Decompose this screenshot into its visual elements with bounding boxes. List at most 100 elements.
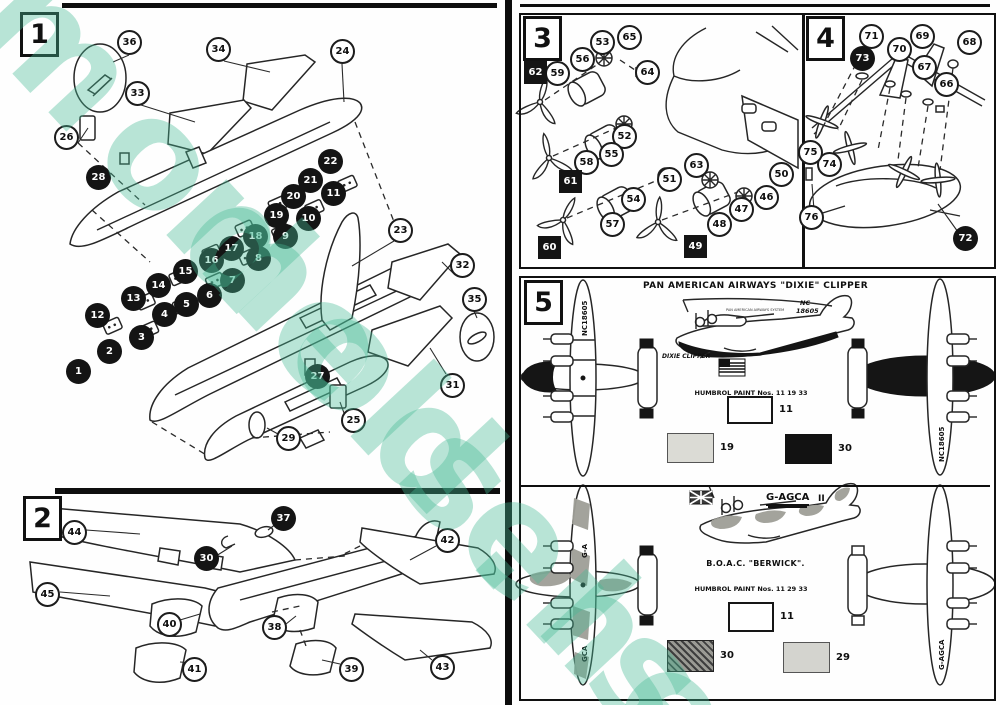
part-badge-27: 27 xyxy=(305,364,330,389)
part-badge-46: 46 xyxy=(754,185,779,210)
part-badge-57: 57 xyxy=(600,212,625,237)
berwick-tail-mark: II xyxy=(818,494,825,504)
engine-nacelle xyxy=(946,540,977,552)
step5-dixie-profile xyxy=(675,294,855,377)
paint-swatch-number: 19 xyxy=(720,442,734,453)
engine-nacelle xyxy=(946,390,977,402)
part-badge-43: 43 xyxy=(430,655,455,680)
part-badge-55: 55 xyxy=(599,142,624,167)
dixie-title: PAN AMERICAN AIRWAYS "DIXIE" CLIPPER xyxy=(642,281,869,291)
part-badge-11: 11 xyxy=(321,181,346,206)
part-badge-66: 66 xyxy=(934,72,959,97)
cowling-part xyxy=(692,181,731,217)
paint-swatch-number: 11 xyxy=(779,404,793,415)
step-4-label: 4 xyxy=(806,16,845,61)
radial-engine-part xyxy=(595,49,613,67)
part-badge-65: 65 xyxy=(617,25,642,50)
part-badge-19: 19 xyxy=(264,203,289,228)
cowling-part xyxy=(567,71,606,107)
berwick-paint-note: HUMBROL PAINT Nos. 11 29 33 xyxy=(694,585,808,593)
part-badge-70: 70 xyxy=(887,37,912,62)
part-badge-35: 35 xyxy=(462,287,487,312)
wing-registration: G-A xyxy=(581,543,589,558)
us-flag xyxy=(718,358,746,377)
part-badge-40: 40 xyxy=(157,612,182,637)
step2-wings-art xyxy=(29,507,496,684)
part-badge-24: 24 xyxy=(330,39,355,64)
step5-berwick-profile xyxy=(689,482,861,544)
part-badge-37: 37 xyxy=(271,506,296,531)
tailplane-part xyxy=(367,305,454,367)
step-2-label: 2 xyxy=(23,496,62,541)
paint-swatch-30-2 xyxy=(785,434,832,464)
tail-fin-part xyxy=(242,54,317,111)
part-badge-60: 60 xyxy=(538,236,561,259)
part-badge-6: 6 xyxy=(197,283,222,308)
engine-nacelle xyxy=(543,390,574,402)
part-badge-33: 33 xyxy=(125,81,150,106)
dixie-nose-name: DIXIE CLIPPER xyxy=(662,353,711,360)
part-badge-72: 72 xyxy=(953,226,978,251)
part-badge-10: 10 xyxy=(296,206,321,231)
part-badge-18: 18 xyxy=(243,224,268,249)
engine-nacelle xyxy=(946,355,977,367)
part-badge-36: 36 xyxy=(117,30,142,55)
step5-berwick-bottom-view: G-AGCA xyxy=(847,484,996,686)
part-badge-4: 4 xyxy=(152,302,177,327)
part-badge-2: 2 xyxy=(97,339,122,364)
propeller-part xyxy=(536,196,576,246)
step-5-label: 5 xyxy=(524,280,563,325)
dixie-paint-note: HUMBROL PAINT Nos. 11 19 33 xyxy=(694,389,808,397)
part-badge-5: 5 xyxy=(174,292,199,317)
dixie-tail-registration-prefix: NC xyxy=(800,299,811,307)
part-badge-29: 29 xyxy=(276,426,301,451)
step5-dixie-top-view: NC18605 xyxy=(520,279,658,477)
step1-exploded-fuselage-art xyxy=(61,43,495,461)
engine-nacelle xyxy=(543,333,574,345)
engine-nacelle xyxy=(946,562,977,574)
engine-nacelle xyxy=(946,618,977,630)
part-badge-22: 22 xyxy=(318,149,343,174)
part-badge-15: 15 xyxy=(173,259,198,284)
part-badge-67: 67 xyxy=(912,55,937,80)
part-badge-44: 44 xyxy=(62,520,87,545)
part-badge-41: 41 xyxy=(182,657,207,682)
part-badge-73: 73 xyxy=(850,46,875,71)
part-badge-39: 39 xyxy=(339,657,364,682)
engine-nacelle xyxy=(543,355,574,367)
part-badge-75: 75 xyxy=(798,140,823,165)
paint-swatch-11-3 xyxy=(728,602,774,632)
wing-registration: NC18605 xyxy=(938,427,946,462)
paint-swatch-30-4 xyxy=(667,640,714,672)
tail-fin-part xyxy=(167,99,253,155)
paint-swatch-number: 30 xyxy=(838,443,852,454)
part-badge-28: 28 xyxy=(86,165,111,190)
paint-swatch-29-5 xyxy=(783,642,830,673)
engine-nacelle xyxy=(946,597,977,609)
part-badge-14: 14 xyxy=(146,273,171,298)
part-badge-8: 8 xyxy=(246,246,271,271)
wing-registration: GCA xyxy=(581,645,589,662)
engine-nacelle xyxy=(543,597,574,609)
propeller-part xyxy=(515,76,556,125)
sponson-part xyxy=(289,639,337,676)
part-badge-69: 69 xyxy=(910,24,935,49)
wing-lower-right xyxy=(351,613,492,661)
part-badge-12: 12 xyxy=(85,303,110,328)
part-badge-9: 9 xyxy=(273,224,298,249)
engine-nacelle xyxy=(543,540,574,552)
radial-engine-part xyxy=(701,171,719,189)
part-badge-48: 48 xyxy=(707,212,732,237)
part-badge-42: 42 xyxy=(435,528,460,553)
part-badge-76: 76 xyxy=(799,205,824,230)
step5-livery-divider xyxy=(521,485,990,487)
engine-nacelle xyxy=(543,411,574,423)
part-badge-13: 13 xyxy=(121,286,146,311)
propeller xyxy=(920,162,956,198)
tail-fin xyxy=(878,57,909,99)
dixie-tail-registration-number: 18605 xyxy=(796,307,819,315)
part-badge-56: 56 xyxy=(570,47,595,72)
part-badge-62: 62 xyxy=(524,61,547,84)
paint-swatch-19-1 xyxy=(667,433,714,463)
part-badge-59: 59 xyxy=(545,61,570,86)
